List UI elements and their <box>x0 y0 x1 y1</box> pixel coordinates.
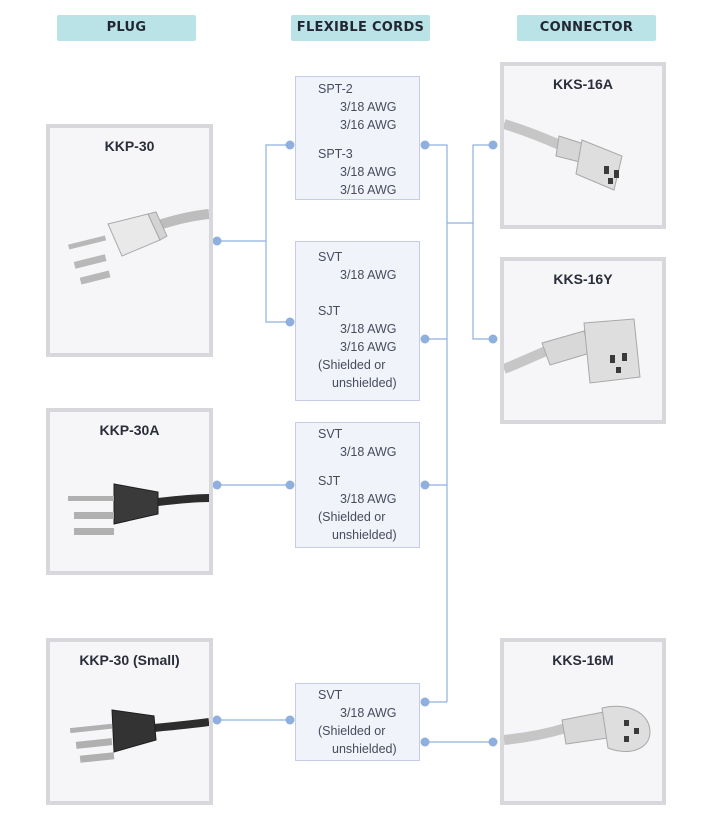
angled-connector-icon <box>504 318 641 384</box>
plug-name: KKP-30 <box>104 138 155 154</box>
cord-shielding: unshielded) <box>332 528 397 542</box>
plug-card-kkp-30a: KKP-30A <box>46 408 213 575</box>
wire-dot <box>488 140 498 150</box>
wire-cords-trunk-top <box>425 144 448 223</box>
wire-plug1-branch <box>265 144 290 323</box>
plug-card-kkp-30-small: KKP-30 (Small) <box>46 638 213 805</box>
wire-to-kks16y <box>472 223 493 340</box>
connector-name: KKS-16M <box>552 652 614 668</box>
cord-gauge: 3/18 AWG <box>340 322 397 336</box>
cord-type: SPT-2 <box>318 82 353 96</box>
wire-dot <box>420 334 430 344</box>
plug-name: KKP-30A <box>99 422 160 438</box>
wire-dot <box>285 715 295 725</box>
cord-type: SVT <box>318 427 343 441</box>
wire-dot <box>285 317 295 327</box>
cord-gauge: 3/18 AWG <box>340 445 397 459</box>
wire-dot <box>488 737 498 747</box>
cord-box-svt-sjt-2: SVT 3/18 AWG SJT 3/18 AWG (Shielded or u… <box>295 422 420 548</box>
white-plug-icon <box>68 209 209 285</box>
cord-type: SJT <box>318 304 341 318</box>
wire-dot <box>212 236 222 246</box>
cord-type: SJT <box>318 474 341 488</box>
connector-card-kks-16y: KKS-16Y <box>500 257 666 424</box>
connector-header: CONNECTOR <box>517 15 656 41</box>
cord-shielding: unshielded) <box>332 742 397 756</box>
flexible-cords-header: FLEXIBLE CORDS <box>291 15 430 41</box>
wire-dot <box>420 697 430 707</box>
wire-to-kks16a <box>447 144 493 224</box>
wire-dot <box>420 737 430 747</box>
cord-box-spt: SPT-2 3/18 AWG 3/16 AWG SPT-3 3/18 AWG 3… <box>295 76 420 200</box>
wire-dot <box>285 480 295 490</box>
connector-card-kks-16m: KKS-16M <box>500 638 666 805</box>
cord-gauge: 3/18 AWG <box>340 492 397 506</box>
cord-box-svt-sjt: SVT 3/18 AWG SJT 3/18 AWG 3/16 AWG (Shie… <box>295 241 420 401</box>
wire-dot <box>488 334 498 344</box>
cord-shielding: (Shielded or <box>318 724 386 738</box>
plug-card-kkp-30: KKP-30 <box>46 124 213 357</box>
cord-shielding: unshielded) <box>332 376 397 390</box>
connector-name: KKS-16A <box>553 76 613 92</box>
small-black-plug-icon <box>69 709 209 763</box>
straight-connector-icon <box>504 119 623 191</box>
cord-gauge: 3/18 AWG <box>340 268 397 282</box>
wire-dot <box>420 140 430 150</box>
cord-box-svt: SVT 3/18 AWG (Shielded or unshielded) <box>295 683 420 761</box>
cord-gauge: 3/18 AWG <box>340 100 397 114</box>
plug-header: PLUG <box>57 15 196 41</box>
black-plug-icon <box>68 483 209 535</box>
wire-dot <box>420 480 430 490</box>
cord-type: SPT-3 <box>318 147 353 161</box>
wire-dot <box>212 480 222 490</box>
cord-gauge: 3/18 AWG <box>340 165 397 179</box>
mickey-connector-icon <box>504 705 651 752</box>
cord-gauge: 3/18 AWG <box>340 706 397 720</box>
cord-gauge: 3/16 AWG <box>340 183 397 197</box>
wire-dot <box>285 140 295 150</box>
wire-dot <box>212 715 222 725</box>
plug-name: KKP-30 (Small) <box>79 652 180 668</box>
cord-shielding: (Shielded or <box>318 510 386 524</box>
cord-gauge: 3/16 AWG <box>340 340 397 354</box>
cord-type: SVT <box>318 250 343 264</box>
cord-type: SVT <box>318 688 343 702</box>
cord-gauge: 3/16 AWG <box>340 118 397 132</box>
connector-name: KKS-16Y <box>553 271 613 287</box>
cord-shielding: (Shielded or <box>318 358 386 372</box>
connector-card-kks-16a: KKS-16A <box>500 62 666 229</box>
